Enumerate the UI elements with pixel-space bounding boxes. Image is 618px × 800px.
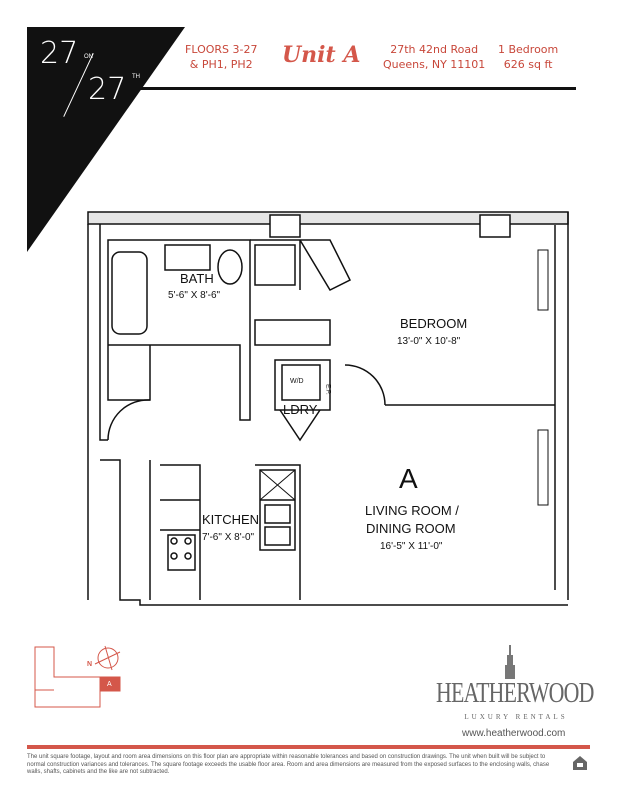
ldry-door [279, 409, 321, 442]
logo-number-2: 27 [88, 72, 127, 107]
ep-label: E.P. [324, 384, 331, 395]
kitchen-dims: 7'-6" X 8'-0" [202, 532, 255, 543]
floors-info: FLOORS 3-27& PH1, PH2 [185, 43, 258, 71]
footer-rule [27, 745, 590, 749]
logo-th: TH [132, 74, 140, 80]
unit-highlight [99, 676, 121, 692]
bath-sink [164, 244, 211, 271]
brand-tagline: LUXURY RENTALS [464, 713, 568, 721]
equal-housing-icon [573, 756, 587, 770]
disclaimer: The unit square footage, layout and room… [27, 754, 550, 775]
bath-dims: 5'-6" X 8'-6" [168, 290, 221, 301]
logo-banner [27, 27, 185, 252]
bedroom-dims: 13'-0" X 10'-8" [397, 336, 461, 347]
living-label-2: DINING ROOM [366, 521, 456, 536]
compass-icon [97, 647, 119, 669]
key-plan [34, 645, 121, 708]
wd-label: W/D [290, 378, 304, 385]
kitchen-label: KITCHEN [202, 512, 260, 527]
brand-name: HEATHERWOOD [436, 678, 594, 709]
building-icon [505, 645, 515, 679]
north-label: N [87, 661, 93, 668]
bedroom-label: BEDROOM [400, 316, 468, 331]
living-dims: 16'-5" X 11'-0" [380, 541, 443, 552]
keyplan-unit-label: A [107, 681, 112, 688]
floor-plan [87, 211, 569, 606]
bathtub [111, 251, 148, 335]
laundry-label: LDRY [283, 402, 318, 417]
logo-on: ON [84, 54, 93, 60]
unit-title: Unit A [282, 42, 361, 68]
header-rule [140, 87, 576, 90]
washer-dryer [281, 364, 321, 401]
brand-logo: HEATHERWOOD [436, 678, 594, 709]
website-link[interactable]: www.heatherwood.com [462, 728, 566, 739]
unit-letter: A [399, 463, 418, 494]
bath-label: BATH [180, 271, 214, 286]
living-label-1: LIVING ROOM / [365, 503, 459, 518]
toilet [217, 249, 243, 285]
logo-number-1: 27 [40, 36, 79, 71]
